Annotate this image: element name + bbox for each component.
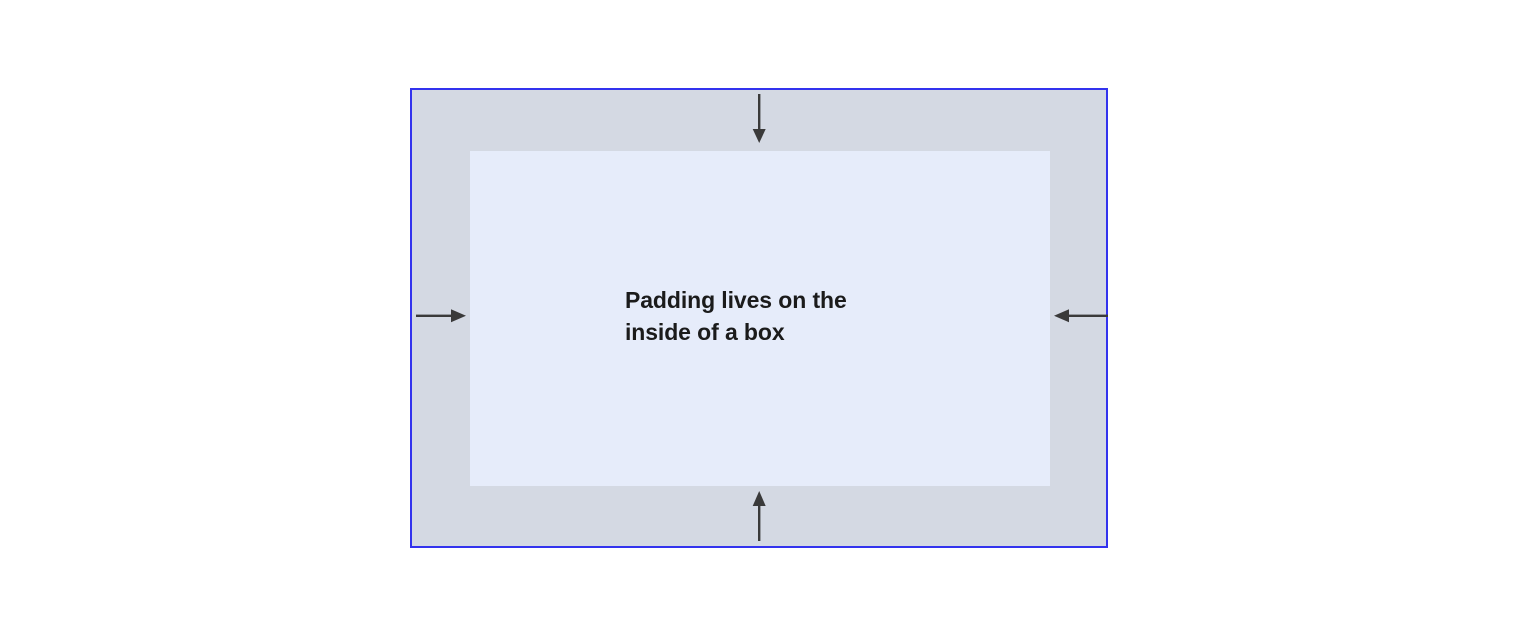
padding-arrow-right-icon	[1052, 303, 1108, 329]
padding-arrow-bottom-icon	[745, 489, 773, 541]
content-box-label: Padding lives on the inside of a box	[625, 287, 847, 345]
padding-arrow-left-icon	[416, 303, 468, 329]
padding-arrow-top-icon	[745, 94, 773, 144]
content-box-region	[470, 151, 1050, 486]
